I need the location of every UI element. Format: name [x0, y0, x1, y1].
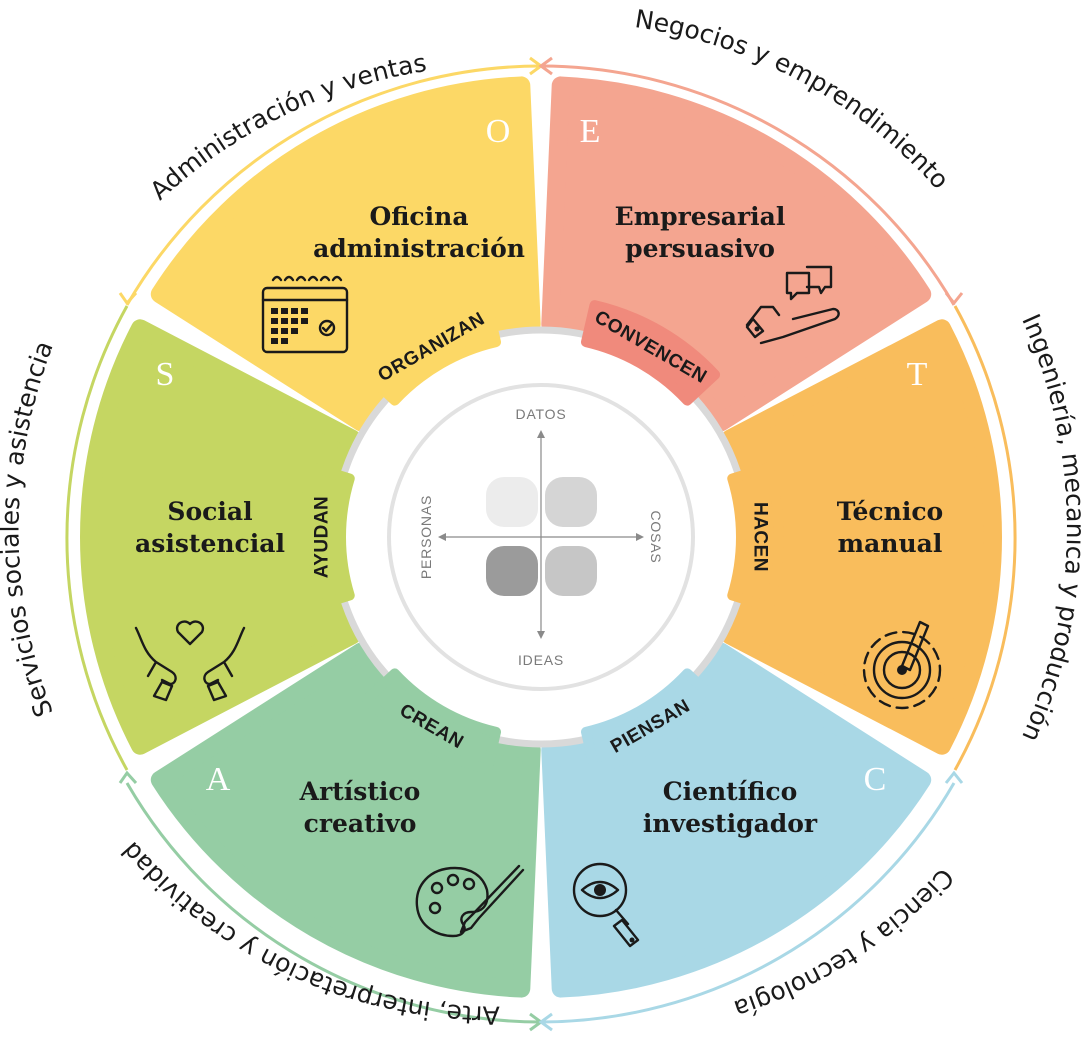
- sector-title-T: Técnico manual: [837, 497, 943, 558]
- sector-title-line1: Social: [167, 497, 252, 526]
- sector-title-line2: persuasivo: [625, 234, 775, 263]
- sector-title-line1: Oficina: [369, 202, 468, 231]
- sector-title-C: Científico investigador: [643, 777, 818, 838]
- sector-title-line1: Empresarial: [615, 202, 786, 231]
- quadrant-datos-cosas: [545, 477, 597, 527]
- gear-tool-icon: [862, 620, 942, 710]
- verb-pill-S: AYUDAN: [298, 462, 355, 612]
- outer-label-engineering: Ingeniería, mecánica y producción: [1016, 310, 1081, 747]
- verb-pill-T: HACEN: [727, 462, 784, 612]
- arrowhead-icon: [944, 292, 964, 306]
- palette-icon: [415, 864, 525, 938]
- sector-title-S: Social asistencial: [135, 497, 285, 558]
- sector-S: S Social asistencial: [80, 319, 362, 755]
- quadrant-personas-datos: [486, 477, 538, 527]
- sector-letter-S: S: [156, 356, 175, 393]
- sector-title-O: Oficina administración: [313, 202, 525, 263]
- sector-letter-O: O: [486, 113, 511, 150]
- arrowhead-icon: [118, 291, 138, 306]
- axis-label-datos: DATOS: [516, 406, 567, 422]
- magnifier-eye-icon: [572, 862, 640, 948]
- verb-label-S: AYUDAN: [312, 496, 333, 579]
- axis-label-personas: PERSONAS: [418, 495, 434, 579]
- verb-pill-E: CONVENCEN: [580, 300, 721, 406]
- center-axes: DATOS IDEAS PERSONAS COSAS: [387, 383, 695, 691]
- sector-title-A: Artístico creativo: [299, 777, 421, 838]
- hands-heart-icon: [134, 620, 246, 702]
- calendar-icon: [261, 275, 349, 354]
- handshake-speech-icon: [745, 265, 840, 345]
- sector-title-E: Empresarial persuasivo: [615, 202, 786, 263]
- sector-title-line2: asistencial: [135, 529, 285, 558]
- axis-label-ideas: IDEAS: [518, 652, 564, 668]
- arrowhead-icon: [538, 56, 553, 76]
- sector-title-line2: creativo: [304, 809, 417, 838]
- sector-letter-E: E: [580, 113, 601, 150]
- outer-arrow-ring: [65, 56, 1017, 1032]
- sector-letter-A: A: [206, 761, 231, 798]
- arrowhead-icon: [118, 770, 138, 785]
- sector-title-line2: investigador: [643, 809, 818, 838]
- quadrant-ideas-cosas: [545, 546, 597, 596]
- arrowhead-icon: [538, 1012, 553, 1032]
- sector-title-line1: Técnico: [837, 497, 943, 526]
- sector-title-line2: manual: [838, 529, 943, 558]
- quadrant-personas-ideas: [486, 546, 538, 596]
- arrowhead-icon: [944, 770, 964, 784]
- sector-letter-T: T: [907, 356, 928, 393]
- sector-title-line1: Científico: [663, 777, 798, 806]
- verb-label-T: HACEN: [750, 502, 771, 572]
- sector-letter-C: C: [864, 761, 887, 798]
- verb-pill-C: PIENSAN: [580, 668, 721, 774]
- axis-label-cosas: COSAS: [648, 510, 664, 563]
- sector-title-line2: administración: [313, 234, 525, 263]
- sector-title-line1: Artístico: [299, 777, 421, 806]
- outer-label-social: Servicios sociales y asistencia: [0, 337, 59, 721]
